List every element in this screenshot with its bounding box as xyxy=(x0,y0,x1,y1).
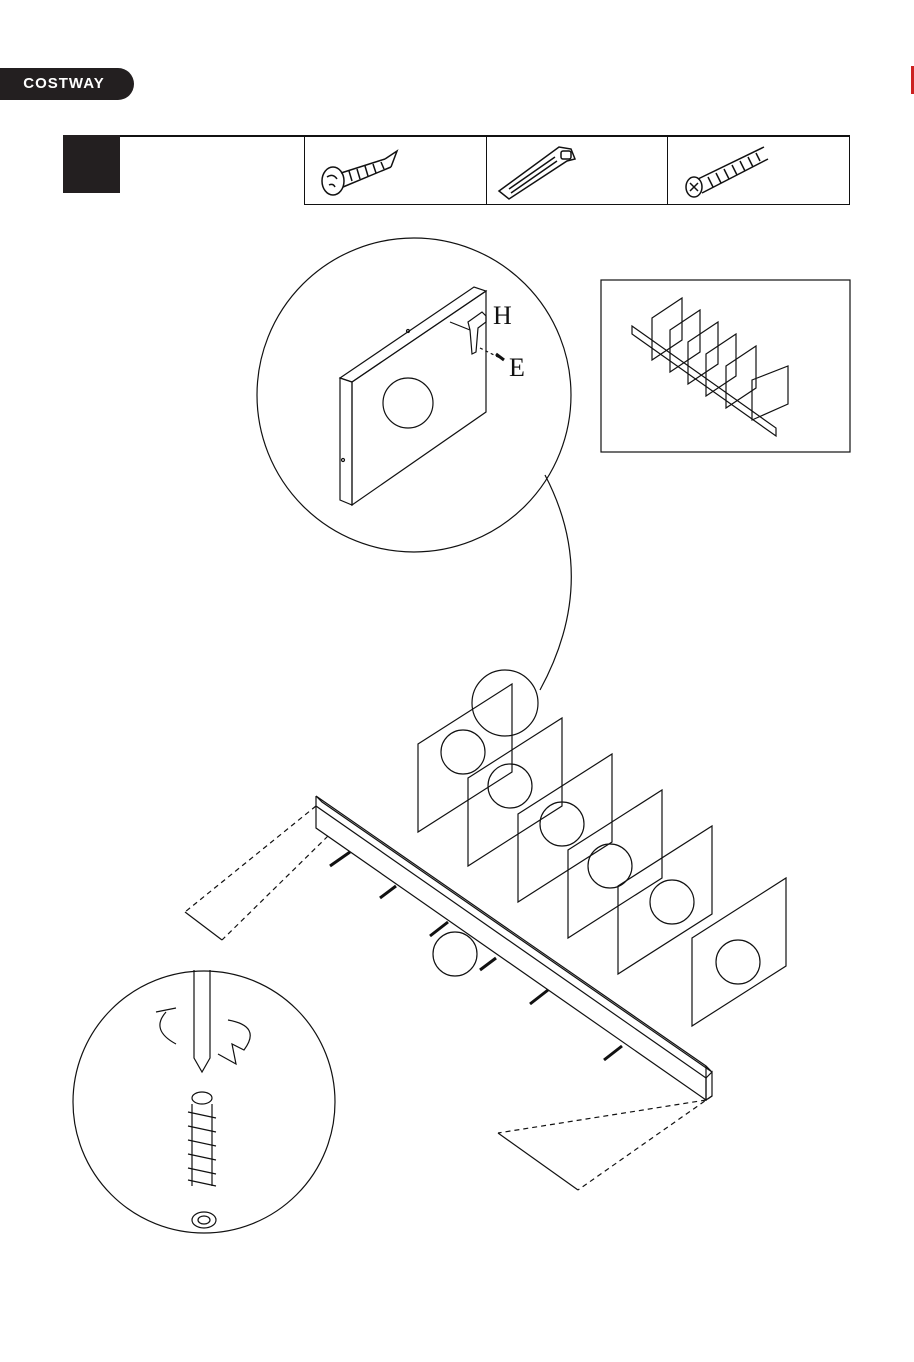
panel-5 xyxy=(618,826,712,974)
panel-4 xyxy=(568,790,662,938)
panel-3 xyxy=(518,754,612,902)
panel-1 xyxy=(418,684,512,832)
completed-view-drawing xyxy=(632,298,788,436)
dim-right xyxy=(498,1096,712,1190)
label-bracket-letter: H xyxy=(493,301,512,330)
long-rail xyxy=(316,796,712,1100)
rail-hole-circle xyxy=(433,932,477,976)
detail-circle-tool xyxy=(73,970,335,1233)
detail-circle-bracket xyxy=(257,238,571,552)
dim-left xyxy=(185,806,328,940)
rail-bolts xyxy=(330,852,622,1060)
dim-right-arrow xyxy=(498,1133,578,1190)
detail-connector xyxy=(540,475,571,690)
label-screw-letter: E xyxy=(509,353,525,382)
panel-6 xyxy=(692,878,786,1026)
dim-left-arrow xyxy=(185,912,222,940)
